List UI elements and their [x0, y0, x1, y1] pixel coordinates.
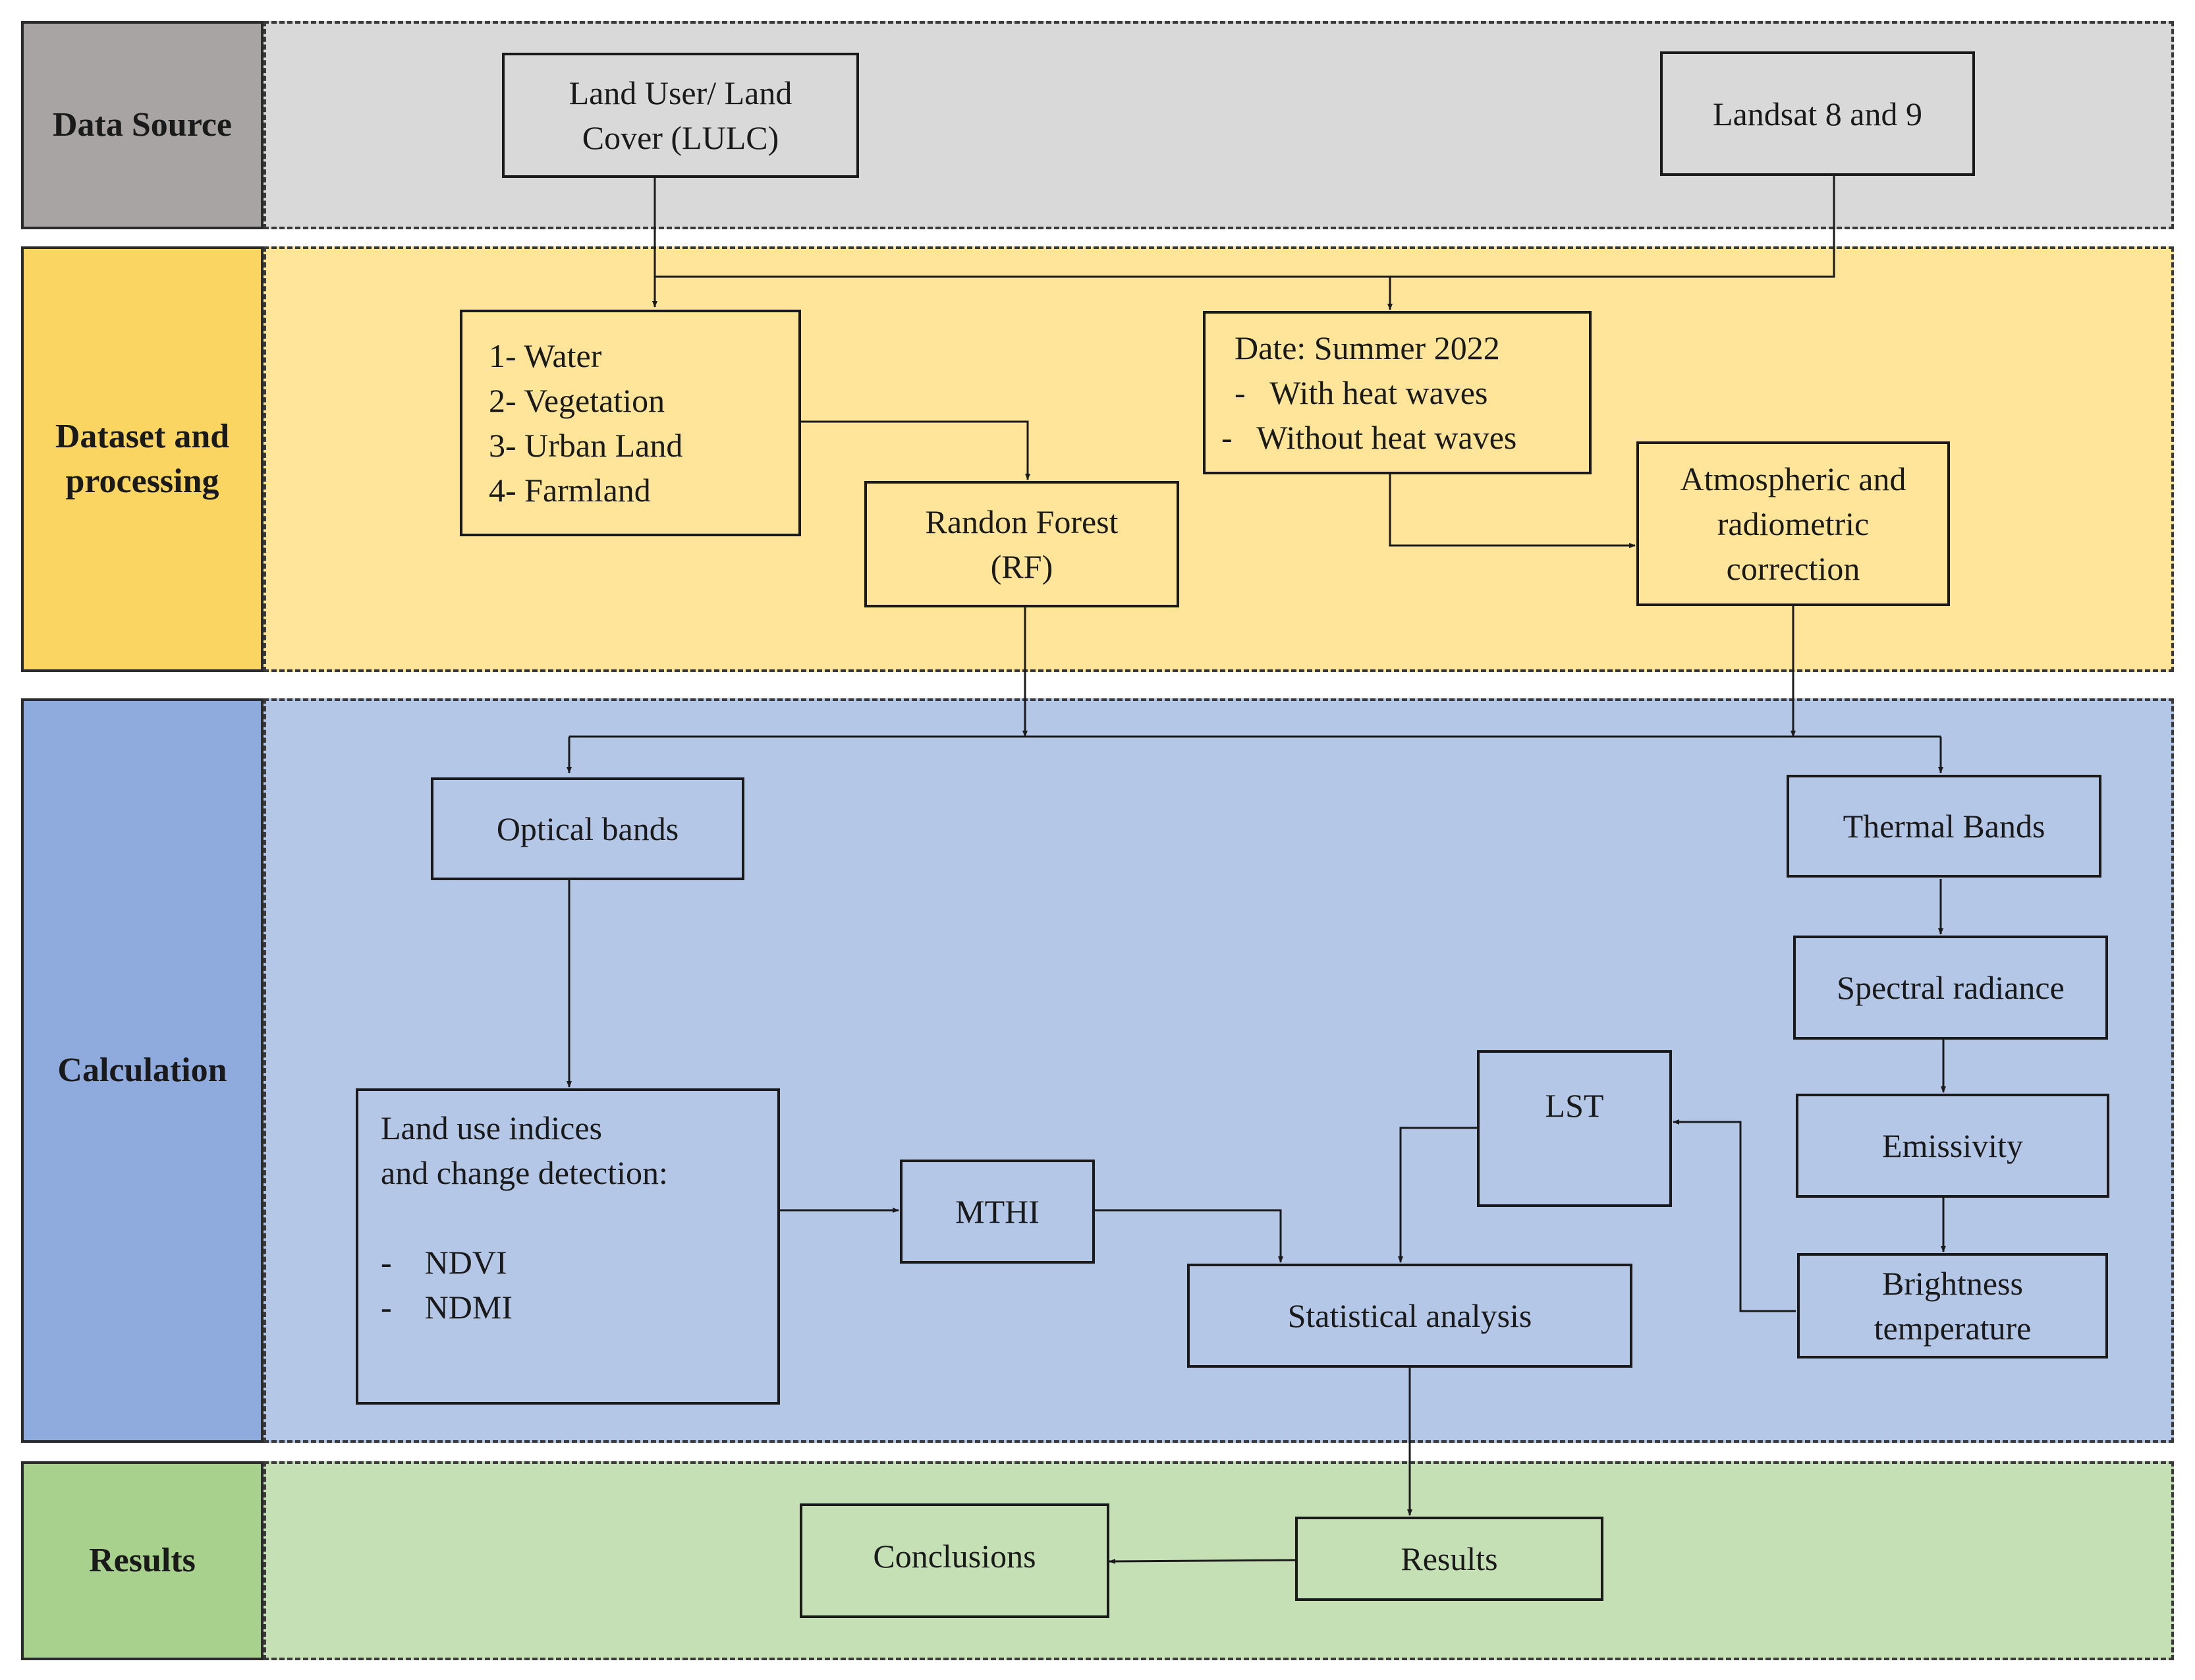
lulc-line: Cover (LULC) [582, 119, 779, 156]
random-forest-line: Randon Forest [925, 503, 1119, 540]
connector-mthi-to-statistical [1094, 1209, 1283, 1263]
spectral-radiance-box: Spectral radiance [1793, 936, 2108, 1040]
connector-lst-to-statistical [1398, 1127, 1477, 1263]
atmospheric-correction-box: Atmospheric and radiometric correction [1636, 441, 1950, 606]
statistical-analysis-label: Statistical analysis [1287, 1297, 1532, 1334]
stage-label-text: Results [89, 1542, 196, 1579]
emissivity-box: Emissivity [1796, 1094, 2109, 1198]
stage-label-line: Dataset and [55, 418, 230, 455]
land-use-index-ndvi: - NDVI [381, 1244, 507, 1281]
class-item-urban-land: 3- Urban Land [489, 427, 683, 464]
optical-bands-label: Optical bands [496, 810, 679, 847]
class-item-water: 1- Water [489, 337, 602, 374]
brightness-temperature-box: Brightness temperature [1797, 1253, 2108, 1358]
date-option-without-heat-waves: - Without heat waves [1221, 419, 1517, 456]
mthi-box: MTHI [900, 1160, 1095, 1264]
stage-label-results: Results [21, 1461, 264, 1660]
connector-landsat-to-date [655, 175, 1835, 278]
stage-label-text: Data Source [52, 106, 232, 144]
connector-results-to-conclusions [1109, 1558, 1296, 1564]
date-box: Date: Summer 2022 - With heat waves - Wi… [1203, 311, 1592, 474]
spectral-radiance-label: Spectral radiance [1837, 969, 2065, 1006]
lst-label: LST [1545, 1087, 1604, 1124]
statistical-analysis-box: Statistical analysis [1187, 1264, 1632, 1368]
thermal-bands-box: Thermal Bands [1787, 775, 2101, 878]
atmospheric-line: correction [1726, 550, 1860, 587]
brightness-line: temperature [1874, 1310, 2032, 1347]
random-forest-line: (RF) [990, 548, 1053, 585]
landsat-box: Landsat 8 and 9 [1660, 51, 1975, 176]
stage-label-calculation: Calculation [21, 698, 264, 1443]
date-option-with-heat-waves: - With heat waves [1235, 374, 1488, 411]
conclusions-box: Conclusions [800, 1503, 1109, 1618]
stage-label-line: processing [65, 462, 219, 500]
class-item-farmland: 4- Farmland [489, 472, 651, 509]
land-use-line [381, 1195, 777, 1240]
lst-box: LST [1477, 1050, 1672, 1207]
lulc-line: Land User/ Land [569, 74, 792, 111]
land-use-line: Land use indices [381, 1109, 603, 1146]
conclusions-label: Conclusions [873, 1538, 1036, 1575]
results-box: Results [1295, 1517, 1603, 1601]
landsat-label: Landsat 8 and 9 [1713, 95, 1922, 132]
random-forest-box: Randon Forest (RF) [864, 481, 1179, 607]
land-use-indices-box: Land use indices and change detection: -… [356, 1088, 780, 1405]
connector-brightness-to-lst [1673, 1119, 1796, 1312]
stage-label-dataset-processing: Dataset and processing [21, 246, 264, 672]
class-item-vegetation: 2- Vegetation [489, 382, 665, 419]
results-label: Results [1401, 1540, 1498, 1577]
date-title: Date: Summer 2022 [1235, 329, 1500, 366]
mthi-label: MTHI [955, 1193, 1040, 1230]
land-use-index-ndmi: - NDMI [381, 1289, 513, 1326]
emissivity-label: Emissivity [1882, 1127, 2023, 1164]
stage-label-data-source: Data Source [21, 21, 264, 229]
lulc-classes-box: 1- Water 2- Vegetation 3- Urban Land 4- … [460, 310, 801, 536]
land-use-line: and change detection: [381, 1154, 668, 1191]
optical-bands-box: Optical bands [431, 777, 744, 880]
atmospheric-line: Atmospheric and [1680, 461, 1906, 497]
brightness-line: Brightness [1882, 1265, 2023, 1302]
stage-label-text: Calculation [57, 1051, 227, 1089]
connector-classes-to-rf [800, 420, 1030, 480]
atmospheric-line: radiometric [1717, 505, 1870, 542]
connector-date-to-atmospheric [1389, 472, 1636, 548]
thermal-bands-label: Thermal Bands [1843, 808, 2045, 845]
lulc-box: Land User/ Land Cover (LULC) [502, 53, 859, 178]
stage-label-text-block: Dataset and processing [55, 414, 229, 504]
